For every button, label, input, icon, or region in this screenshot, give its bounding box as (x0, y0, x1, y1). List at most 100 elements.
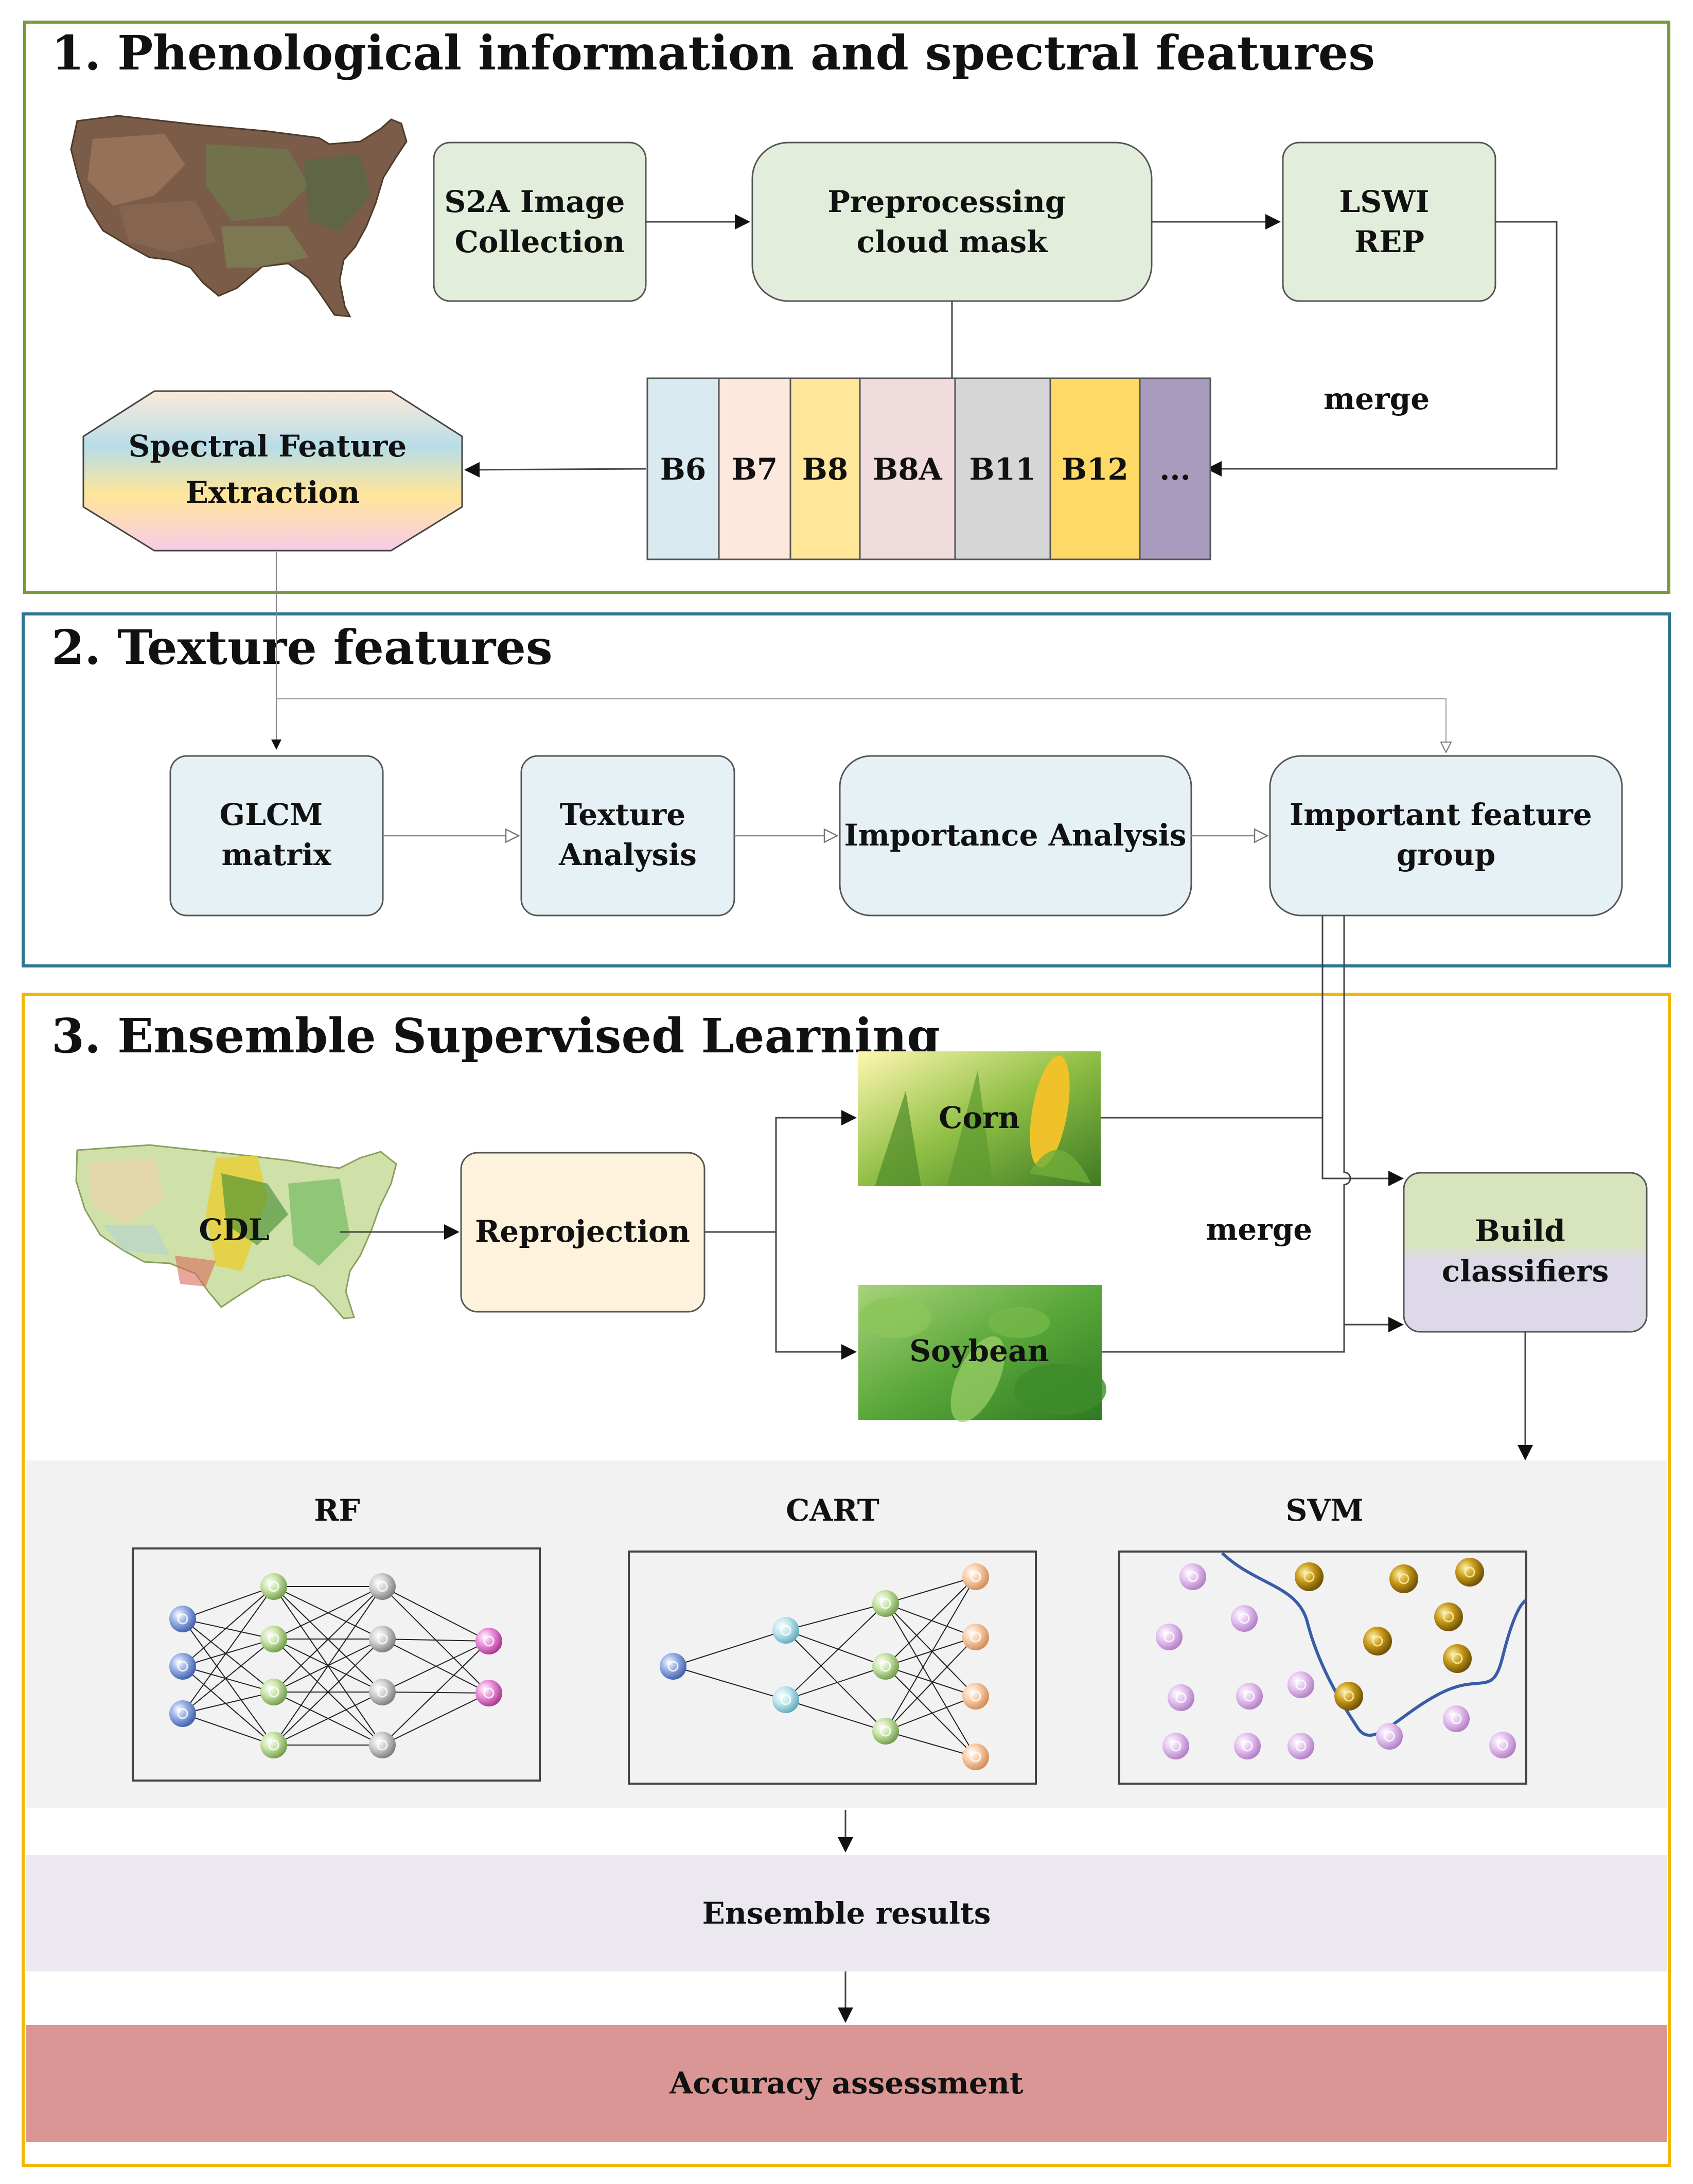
spectral-label-line-2: Extraction (186, 475, 360, 510)
svm-point-ring (1464, 1566, 1475, 1578)
svm-point-class-b (1363, 1627, 1392, 1655)
svm-point-class-a (1376, 1723, 1403, 1750)
svg-text:Reprojection: Reprojection (475, 1214, 690, 1249)
network-node (962, 1563, 989, 1590)
network-node-ring (880, 1725, 891, 1737)
ensemble-results-label: Ensemble results (702, 1896, 991, 1931)
section-1-title: 1. Phenological information and spectral… (51, 25, 1375, 81)
texture-label-line-2: Analysis (558, 837, 697, 872)
svm-point-class-b (1455, 1558, 1484, 1587)
band-cell (954, 377, 1051, 560)
arrow-split-to-soybean (775, 1232, 857, 1360)
network-node-ring (483, 1687, 495, 1699)
corn-image (858, 1051, 1101, 1186)
band-label: ... (1159, 452, 1191, 487)
network-edge (273, 1586, 383, 1640)
accuracy-assessment-bar (26, 2025, 1667, 2142)
network-node (872, 1653, 899, 1680)
network-node-ring (667, 1661, 679, 1672)
merge-label-1: merge (1324, 381, 1430, 416)
cdl-label: CDL (199, 1212, 269, 1247)
usa-satellite-map (70, 115, 408, 318)
build-classifiers-box (1403, 1172, 1648, 1333)
soybean-image (858, 1285, 1106, 1422)
band-cell (1139, 377, 1211, 560)
svm-point-class-b (1295, 1562, 1324, 1591)
network-edge (382, 1639, 489, 1642)
svm-point-ring (1452, 1653, 1463, 1664)
svm-point-ring (1163, 1631, 1175, 1643)
arrow-bands-to-spectral (464, 462, 646, 478)
build-label-line-2: classifiers (1442, 1254, 1609, 1289)
network-node-ring (177, 1613, 188, 1625)
network-node-ring (880, 1598, 891, 1609)
network-edge (885, 1696, 976, 1732)
network-node-ring (970, 1751, 981, 1763)
network-node (962, 1624, 989, 1650)
svm-point-ring (1372, 1635, 1383, 1647)
network-edge (885, 1576, 976, 1667)
svg-text:LSWI REP: LSWI REP (1339, 184, 1439, 259)
line-soybean-merge (1102, 1317, 1404, 1353)
network-node (369, 1573, 396, 1600)
arrow-lswi-merge-to-bands (1206, 221, 1558, 477)
svm-point-class-a (1234, 1733, 1261, 1759)
important-feature-group-box (1269, 755, 1623, 917)
band-label: B12 (1062, 452, 1128, 487)
network-node (260, 1573, 287, 1600)
importance-label: Importance Analysis (844, 818, 1186, 853)
network-node-ring (268, 1739, 279, 1751)
network-node (962, 1683, 989, 1710)
glcm-label-line-1: GLCM (220, 797, 323, 832)
network-edge (273, 1586, 383, 1693)
network-node (872, 1590, 899, 1617)
s2a-label-line-1: S2A Image (444, 184, 625, 219)
ensemble-results-bar (26, 1855, 1667, 1971)
network-node (260, 1626, 287, 1652)
network-edge (885, 1666, 976, 1757)
network-edge (382, 1641, 489, 1693)
network-node-ring (483, 1635, 495, 1647)
network-edge (182, 1639, 274, 1667)
svm-point-class-b (1443, 1644, 1472, 1673)
network-edge (273, 1586, 383, 1746)
network-edge (182, 1586, 274, 1667)
band-cell (789, 377, 861, 560)
section-3-title: 3. Ensemble Supervised Learning (51, 1008, 940, 1064)
rf-network (169, 1573, 502, 1758)
network-node (772, 1617, 799, 1644)
band-cell (646, 377, 720, 560)
spectral-label-line-1: Spectral Feature (129, 429, 407, 464)
svg-text:Build classifiers: Build classifiers (1442, 1213, 1609, 1289)
network-edge (273, 1692, 383, 1746)
arrow-split-to-corn (775, 1110, 857, 1232)
line-corn-merge (1101, 1117, 1404, 1186)
svg-text:GLCM matrix: GLCM matrix (220, 797, 333, 872)
svm-point-class-a (1288, 1671, 1314, 1698)
section-2-title: 2. Texture features (51, 620, 553, 675)
line-spectral-to-important-group (276, 698, 1446, 752)
texture-analysis-box (520, 755, 735, 917)
svg-text:Texture Analysis: Texture Analysis (558, 797, 697, 872)
network-node (660, 1653, 686, 1680)
network-edge (182, 1618, 274, 1640)
network-edge (182, 1618, 274, 1693)
network-edge (785, 1630, 886, 1667)
network-node (369, 1732, 396, 1758)
network-node (260, 1679, 287, 1705)
cart-network (660, 1563, 989, 1770)
svm-point-ring (1451, 1713, 1462, 1724)
network-edge (273, 1639, 383, 1746)
s2a-label-line-2: Collection (455, 224, 625, 259)
network-edge (382, 1586, 489, 1642)
svm-point-class-a (1236, 1683, 1263, 1710)
network-node-ring (780, 1694, 791, 1705)
network-node-ring (970, 1690, 981, 1702)
network-edge (885, 1636, 976, 1732)
network-edge (382, 1693, 489, 1746)
network-node-ring (880, 1661, 891, 1672)
network-edge (785, 1603, 886, 1700)
network-node-ring (377, 1739, 388, 1751)
svm-point-ring (1187, 1571, 1198, 1582)
network-node (475, 1628, 502, 1654)
